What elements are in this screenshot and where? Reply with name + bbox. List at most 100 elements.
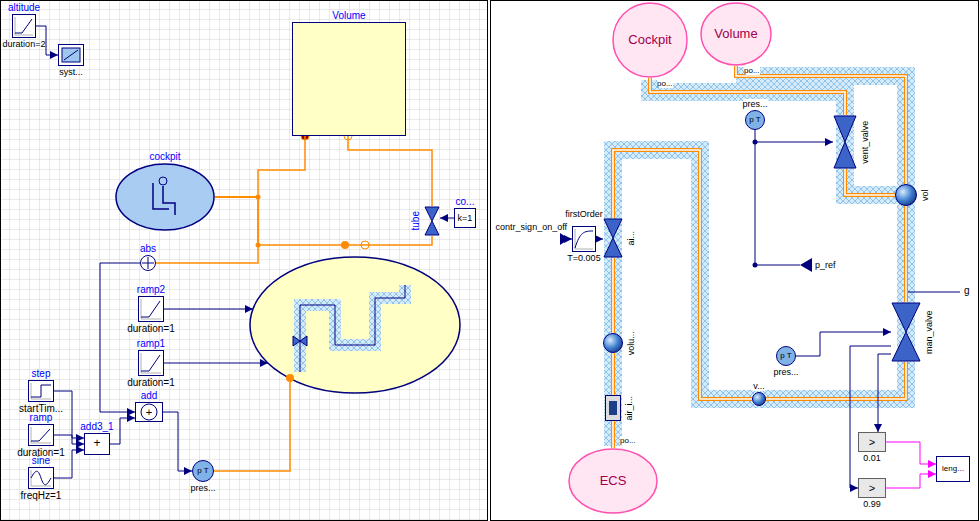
fluid-connector <box>613 421 614 448</box>
drawing-part <box>613 3 687 77</box>
node-label: + <box>146 406 152 419</box>
node-outline <box>140 255 156 271</box>
connector-line <box>736 66 906 184</box>
node-label: altitude <box>8 2 40 14</box>
ramp-block: ramp1duration=1 <box>138 350 164 376</box>
drawing-part <box>896 185 917 206</box>
drawing-part <box>892 332 920 361</box>
connector-line <box>215 136 305 197</box>
drawing-part <box>141 256 156 271</box>
node-label: syst... <box>59 67 83 77</box>
pipe-outer <box>845 169 895 195</box>
drawing-part <box>753 393 766 406</box>
connector-line <box>886 474 936 488</box>
pressure-sensor: p Tpres... <box>745 110 765 130</box>
connector-line <box>348 136 432 206</box>
node-label: 0.99 <box>863 499 881 509</box>
connector-line <box>215 197 432 245</box>
node-outline <box>752 392 766 406</box>
node-label: p T <box>749 115 760 124</box>
signal-connector <box>110 418 135 444</box>
drawing-part <box>141 299 161 319</box>
connector-line <box>612 258 614 333</box>
signal-connector <box>886 474 936 488</box>
drawing-part <box>85 434 110 455</box>
volume-box: Volume <box>292 22 406 136</box>
node-outline <box>12 14 36 38</box>
signal-wire <box>164 309 253 310</box>
pipe-outer <box>904 206 908 302</box>
node-label: ECS <box>600 474 627 489</box>
node-label: T=0.005 <box>567 253 600 263</box>
pipe-outer <box>611 258 615 333</box>
signal-connector <box>796 332 891 356</box>
node-outline <box>605 395 621 421</box>
subsystem-pipe-band <box>300 285 405 372</box>
pipe-outer <box>650 78 845 115</box>
signal-connector <box>878 354 891 432</box>
valve-symbol: vent_valve <box>833 115 857 169</box>
node-label: vol <box>920 189 930 201</box>
signal-connector <box>850 346 891 488</box>
node-label: volu... <box>626 331 636 355</box>
node-outline <box>138 296 164 322</box>
node-outline <box>572 226 596 252</box>
node-outline <box>28 424 54 446</box>
left-panel <box>1 1 488 521</box>
signal-connector <box>54 391 84 438</box>
signal-connector <box>163 412 192 471</box>
connector-line <box>569 239 572 240</box>
fluid-connector <box>613 353 614 395</box>
drawing-part <box>139 297 164 322</box>
node-label: > <box>869 482 875 495</box>
volume-circle: Volume <box>700 2 772 66</box>
drawing-part <box>609 401 617 415</box>
drawing-part <box>777 347 796 366</box>
pressure-sensor: p Tpres... <box>192 460 214 482</box>
logic-block: leng... <box>936 456 970 482</box>
system-block: syst... <box>58 44 84 66</box>
connector-line <box>886 442 936 464</box>
connector-line <box>850 346 891 488</box>
valve-symbol: tube <box>424 206 440 236</box>
signal-connector <box>596 239 603 240</box>
node-label: firstOrder <box>565 209 603 219</box>
fluid-connector <box>766 362 906 399</box>
node-outline <box>891 302 921 362</box>
node-outline <box>28 467 54 489</box>
node-label: vent_valve <box>860 120 870 163</box>
sensor-symbol: abs <box>140 255 156 271</box>
pipe-outer <box>611 353 615 395</box>
drawing-part <box>13 15 36 38</box>
node-outline <box>800 258 812 272</box>
signal-wire <box>755 142 800 265</box>
node-outline <box>28 380 54 402</box>
node-label: p_ref <box>815 260 836 270</box>
add-block: add+ <box>135 402 163 422</box>
drawing-part <box>141 353 161 373</box>
node-label: ramp1 <box>137 338 165 350</box>
node-label: add <box>141 390 158 402</box>
fluid-wire <box>214 381 290 471</box>
node-label: duration=2 <box>3 39 46 49</box>
drawing-part <box>604 238 622 257</box>
signal-wire <box>164 363 268 364</box>
connector-line <box>755 130 833 142</box>
drawing-part <box>701 3 771 65</box>
drawing-part <box>31 429 50 441</box>
node-label: p T <box>197 466 208 475</box>
volume-sphere: v... <box>752 392 766 406</box>
cockpit-ellipse: cockpit <box>115 163 215 231</box>
connector-line <box>54 435 84 444</box>
ramp-block: rampduration=1 <box>28 424 54 446</box>
node-label: ramp <box>30 412 53 424</box>
connector-line <box>878 354 891 432</box>
fluid-connector <box>348 136 432 206</box>
drawing-part <box>31 385 51 397</box>
connector-line <box>796 332 891 356</box>
drawing-part <box>116 164 214 230</box>
node-label: abs <box>140 243 156 255</box>
port-label: po... <box>657 79 673 88</box>
subsystem-pipe <box>300 285 405 372</box>
